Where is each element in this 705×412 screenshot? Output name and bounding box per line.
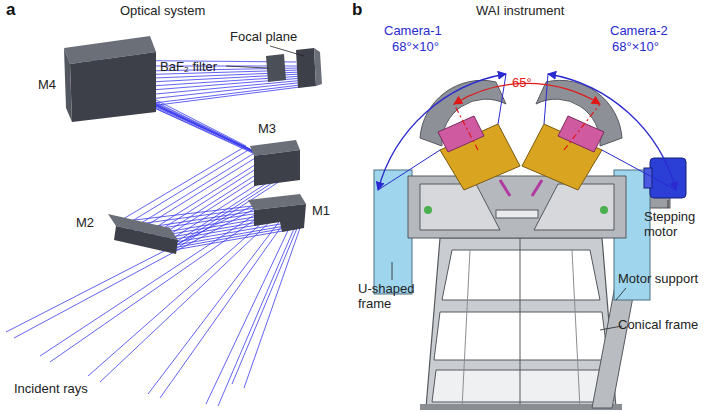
mirror-label: M3 xyxy=(258,122,276,137)
part-label: Motor support xyxy=(618,272,698,287)
part-label: Stepping motor xyxy=(644,210,702,240)
conical-frame xyxy=(420,238,622,410)
part-label: Incident rays xyxy=(14,382,88,397)
mirror-m1 xyxy=(248,194,306,232)
mirror-m3 xyxy=(250,140,300,186)
mirror-label: M2 xyxy=(76,216,94,231)
mirror-m4 xyxy=(64,36,156,122)
panel-letter: b xyxy=(352,0,362,20)
angle-value: 65° xyxy=(512,76,532,91)
part-label: Focal plane xyxy=(230,30,297,45)
mirror-label: M4 xyxy=(38,78,56,93)
fov-value: 68°×10° xyxy=(392,40,439,55)
panel-letter: a xyxy=(6,0,15,20)
u-shaped-frame xyxy=(374,170,650,300)
field-of-view xyxy=(378,74,676,190)
filter-and-detector xyxy=(266,48,322,88)
mirror-label: M1 xyxy=(312,204,330,219)
ray-bundle xyxy=(6,60,308,406)
panel-title: WAI instrument xyxy=(476,4,564,19)
part-label: U-shaped frame xyxy=(358,282,426,312)
part-label: BaF₂ filter xyxy=(160,60,217,75)
stepping-motor xyxy=(644,158,686,198)
part-label: Conical frame xyxy=(618,318,698,333)
mirror-m2 xyxy=(108,214,178,254)
leader-lines-a xyxy=(226,46,304,68)
camera-label: Camera-1 xyxy=(384,24,442,39)
camera-label: Camera-2 xyxy=(610,24,668,39)
fov-value: 68°×10° xyxy=(612,40,659,55)
panel-title: Optical system xyxy=(120,4,205,19)
cameras xyxy=(438,116,604,196)
leader-lines-b xyxy=(392,200,668,330)
